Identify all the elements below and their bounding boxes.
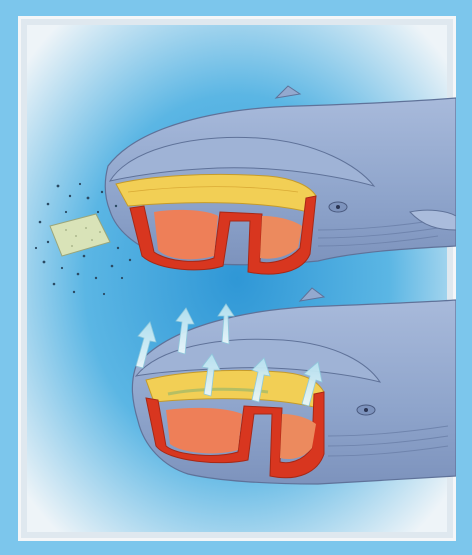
whale-bottom-expulsion <box>132 288 456 484</box>
illustration-panel <box>18 16 456 541</box>
whale-feeding-diagram <box>18 16 456 541</box>
